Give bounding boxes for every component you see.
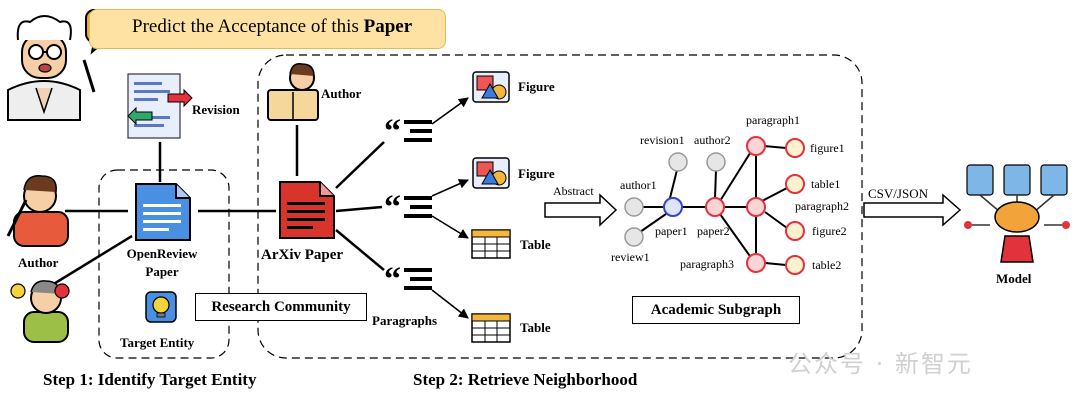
node-table1: [785, 174, 805, 194]
label-figure2: figure2: [812, 224, 847, 238]
label-table2: table2: [812, 258, 842, 272]
node-paper2: [705, 197, 725, 217]
step2-label: Step 2: Retrieve Neighborhood: [413, 370, 638, 389]
label-review1: review1: [611, 250, 650, 264]
step1-label: Step 1: Identify Target Entity: [43, 370, 257, 389]
author-middle-label: Author: [321, 86, 362, 101]
figure-icon-2: [472, 157, 510, 189]
abstract-arrow: [544, 193, 618, 227]
table-icon-2: [471, 313, 511, 343]
target-entity-region: [98, 169, 230, 359]
arrow-para2-figure: [431, 179, 469, 197]
author-icon-middle: [267, 62, 319, 121]
reviewer-icon: [10, 280, 70, 343]
node-author2: [706, 152, 726, 172]
prompt-text: Predict the Acceptance of this Paper: [132, 16, 412, 38]
svg-text:“: “: [384, 189, 401, 226]
node-paragraph3: [746, 253, 766, 273]
node-paragraph2: [746, 197, 766, 217]
model-label: Model: [996, 271, 1032, 286]
edge-arxiv-para1: [335, 141, 385, 189]
csv-json-label: CSV/JSON: [868, 186, 928, 201]
svg-text:“: “: [384, 113, 401, 150]
academic-subgraph-box: Academic Subgraph: [632, 296, 800, 324]
node-review1: [624, 227, 644, 247]
edge-arxiv-para3: [335, 229, 385, 271]
node-table2: [785, 255, 805, 275]
arrow-para1-figure: [431, 97, 469, 125]
node-revision1: [668, 152, 688, 172]
figure1-label: Figure: [518, 79, 555, 94]
prompt-bold: Paper: [363, 16, 413, 37]
csv-json-arrow: [863, 193, 962, 227]
edge-arxiv-para2: [335, 205, 383, 213]
lightbulb-icon: [145, 291, 177, 323]
paragraph-icon-3: “: [384, 261, 432, 298]
node-paper1: [663, 197, 683, 217]
table-icon-1: [471, 229, 511, 259]
professor-icon: [7, 15, 96, 121]
target-entity-label: Target Entity: [120, 335, 195, 350]
label-author1: author1: [620, 178, 657, 192]
research-community-box: Research Community: [195, 293, 367, 321]
figure2-label: Figure: [518, 166, 555, 181]
revision-label: Revision: [192, 102, 240, 117]
author-icon-left: [6, 175, 69, 247]
node-paragraph1: [746, 136, 766, 156]
abstract-arrow-label: Abstract: [553, 184, 594, 198]
openreview-label-line2: Paper: [145, 264, 179, 279]
openreview-paper-icon: [135, 183, 191, 241]
label-figure1: figure1: [810, 141, 845, 155]
paragraph-icon-1: “: [384, 113, 432, 150]
watermark: 公众号 · 新智元: [788, 350, 973, 378]
label-paragraph3: paragraph3: [680, 257, 734, 271]
edge-reviewer-openreview: [51, 234, 133, 287]
label-table1: table1: [811, 177, 841, 191]
arxiv-paper-icon: [279, 181, 335, 239]
label-paper2: paper2: [697, 224, 730, 238]
figure-icon-1: [472, 71, 510, 103]
svg-text:“: “: [384, 261, 401, 298]
author-left-label: Author: [18, 255, 59, 270]
node-figure1: [785, 138, 805, 158]
label-revision1: revision1: [640, 133, 685, 147]
neighborhood-region: [257, 54, 863, 359]
table1-label: Table: [520, 237, 551, 252]
label-paper1: paper1: [655, 224, 688, 238]
paragraph-icon-2: “: [384, 189, 432, 226]
openreview-label-line1: OpenReview: [126, 246, 198, 261]
label-author2: author2: [694, 133, 731, 147]
arrow-para3-table: [431, 289, 469, 319]
model-icon: [964, 164, 1070, 263]
paragraphs-label: Paragraphs: [372, 313, 437, 328]
arxiv-label: ArXiv Paper: [261, 247, 344, 263]
node-author1: [624, 197, 644, 217]
label-paragraph2: paragraph2: [795, 199, 849, 213]
prompt-prefix: Predict the Acceptance of this: [132, 16, 364, 37]
node-figure2: [785, 221, 805, 241]
table2-label: Table: [520, 320, 551, 335]
arrow-para2-table: [431, 215, 469, 239]
revision-icon: [127, 73, 193, 139]
prompt-bubble: [89, 9, 446, 49]
label-paragraph1: paragraph1: [746, 113, 800, 127]
